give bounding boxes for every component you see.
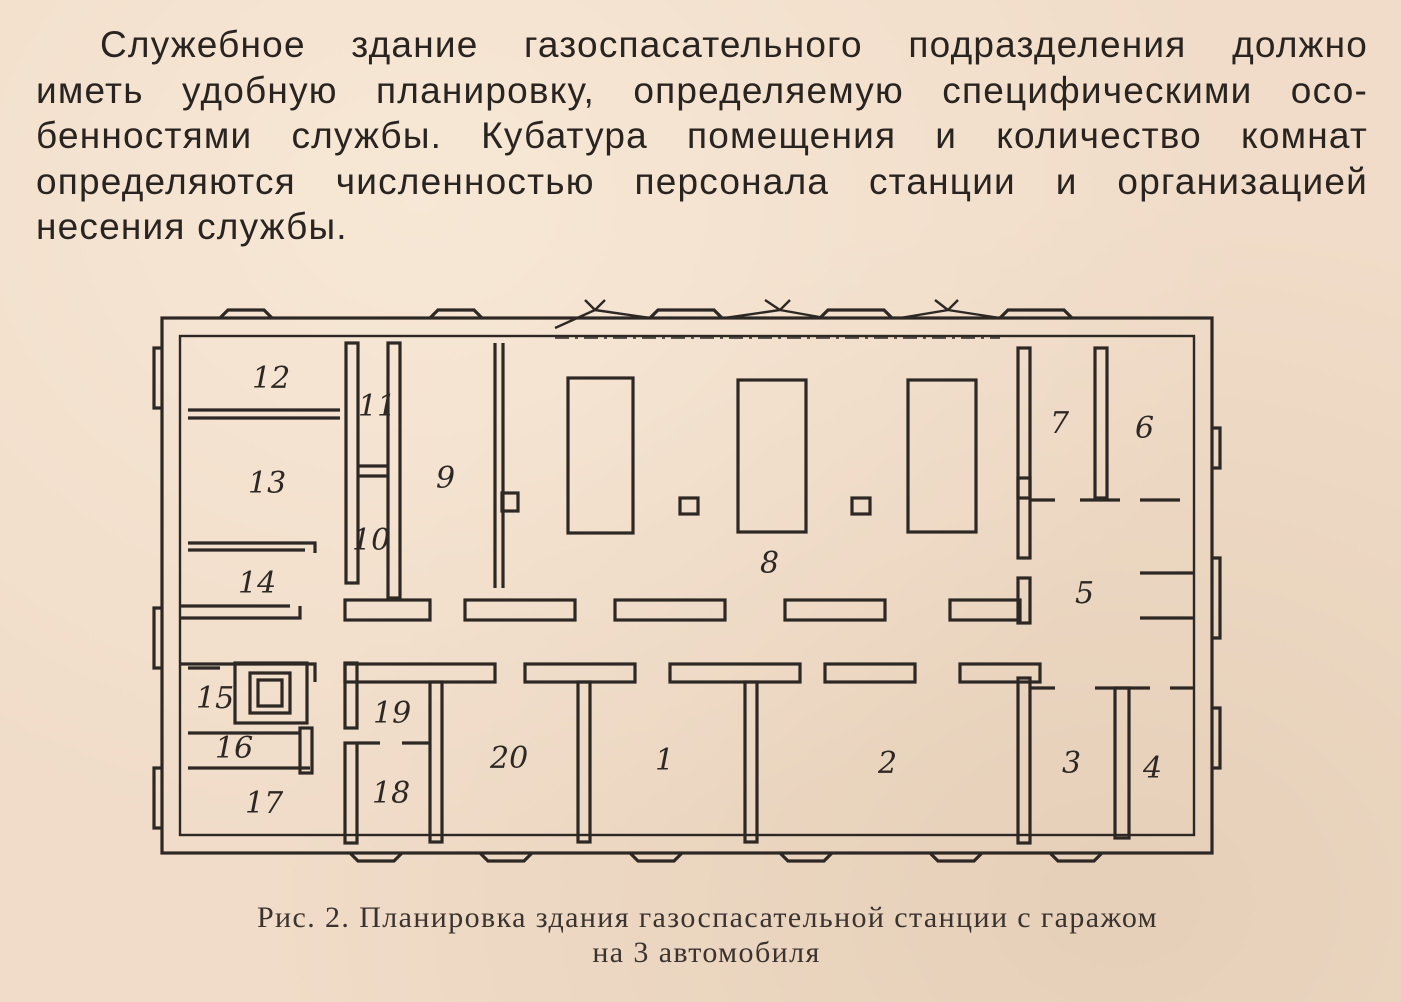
- room-label: 1: [655, 743, 674, 778]
- room-label: 12: [252, 361, 290, 396]
- room-label: 14: [238, 566, 276, 601]
- outer-wall: [160, 316, 1214, 855]
- room-label: 2: [877, 746, 897, 781]
- room-labels: 12 11 13 10 9 14 8 7 6 5 15 16 19 18 17 …: [196, 361, 1162, 821]
- room-label: 18: [372, 776, 410, 811]
- caption-line: Рис. 2. Планировка здания газоспасательн…: [256, 901, 1159, 934]
- room-label: 7: [1050, 406, 1070, 441]
- right-partitions: [1016, 346, 1194, 625]
- room-label: 16: [215, 731, 253, 766]
- left-partitions: [188, 341, 872, 600]
- garage-doors: [554, 299, 1001, 339]
- body-paragraph: Служебное здание газоспасательного подра…: [36, 22, 1368, 250]
- corridor-lower-wall: [180, 662, 1042, 684]
- paragraph-line: определяются численностью персонала стан…: [36, 160, 1368, 202]
- room-label: 3: [1062, 746, 1081, 781]
- room-label: 10: [352, 523, 390, 558]
- room-label: 13: [248, 466, 286, 501]
- bottom-windows: [348, 851, 1104, 863]
- outer-wall-inner: [178, 334, 1196, 837]
- figure-caption: Рис. 2. Планировка здания газоспасательн…: [0, 900, 1401, 970]
- room-label: 6: [1135, 411, 1154, 446]
- room-label: 20: [489, 741, 528, 776]
- paragraph-line: несения службы.: [36, 206, 348, 247]
- vehicle-bays: [566, 376, 978, 535]
- paragraph-line: иметь удобную планировку, определяемую с…: [36, 69, 1368, 111]
- caption-line: на 3 автомобиля: [592, 936, 821, 969]
- corridor-upper-wall: [180, 598, 1022, 622]
- room-label: 17: [245, 786, 284, 821]
- lower-left-partitions: [188, 661, 1194, 845]
- room-label: 5: [1075, 576, 1094, 611]
- room-label: 11: [358, 389, 396, 424]
- left-windows: [152, 346, 162, 830]
- paragraph-line: Служебное здание газоспасательного подра…: [100, 24, 1368, 65]
- paragraph-line: бенностями службы. Кубатура помещения и …: [36, 115, 1368, 156]
- top-windows: [218, 308, 1074, 320]
- right-windows: [1212, 426, 1222, 770]
- room-label: 4: [1142, 751, 1162, 786]
- floor-plan: 12 11 13 10 9 14 8 7 6 5 15 16 19 18 17 …: [152, 299, 1222, 863]
- room-label: 19: [373, 696, 411, 731]
- room-label: 9: [436, 461, 455, 496]
- room-label: 8: [760, 546, 779, 581]
- room-label: 15: [196, 681, 234, 716]
